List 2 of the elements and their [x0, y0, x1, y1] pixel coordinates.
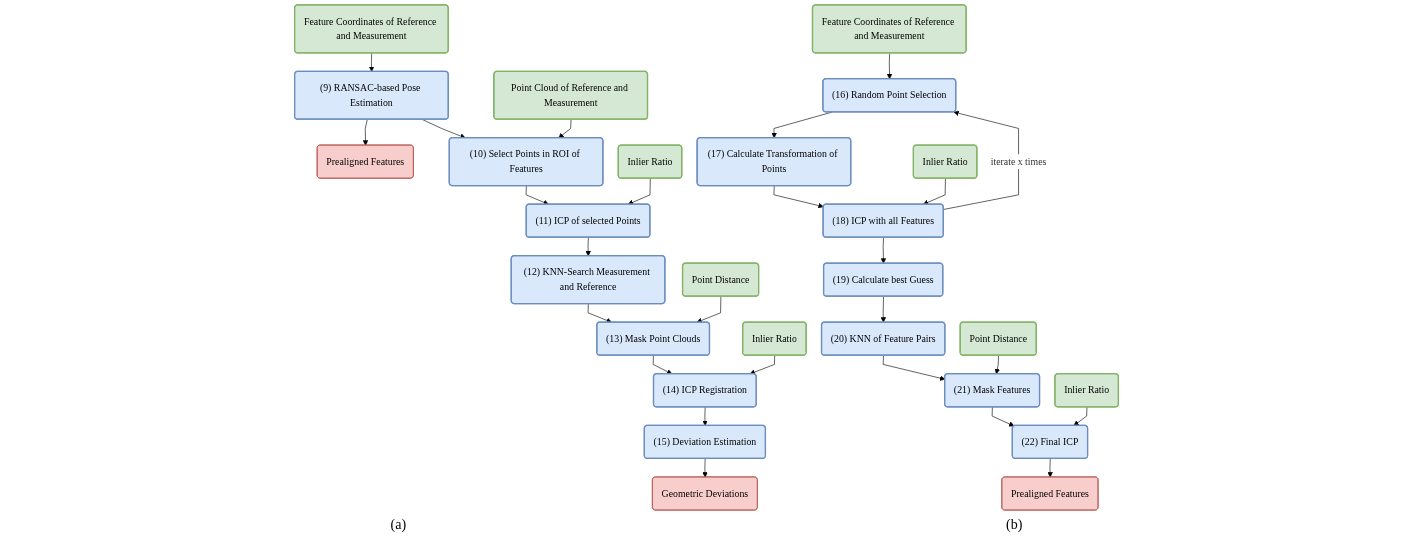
- panel-label: (a): [390, 517, 407, 533]
- edge-label: iterate x times: [990, 156, 1047, 167]
